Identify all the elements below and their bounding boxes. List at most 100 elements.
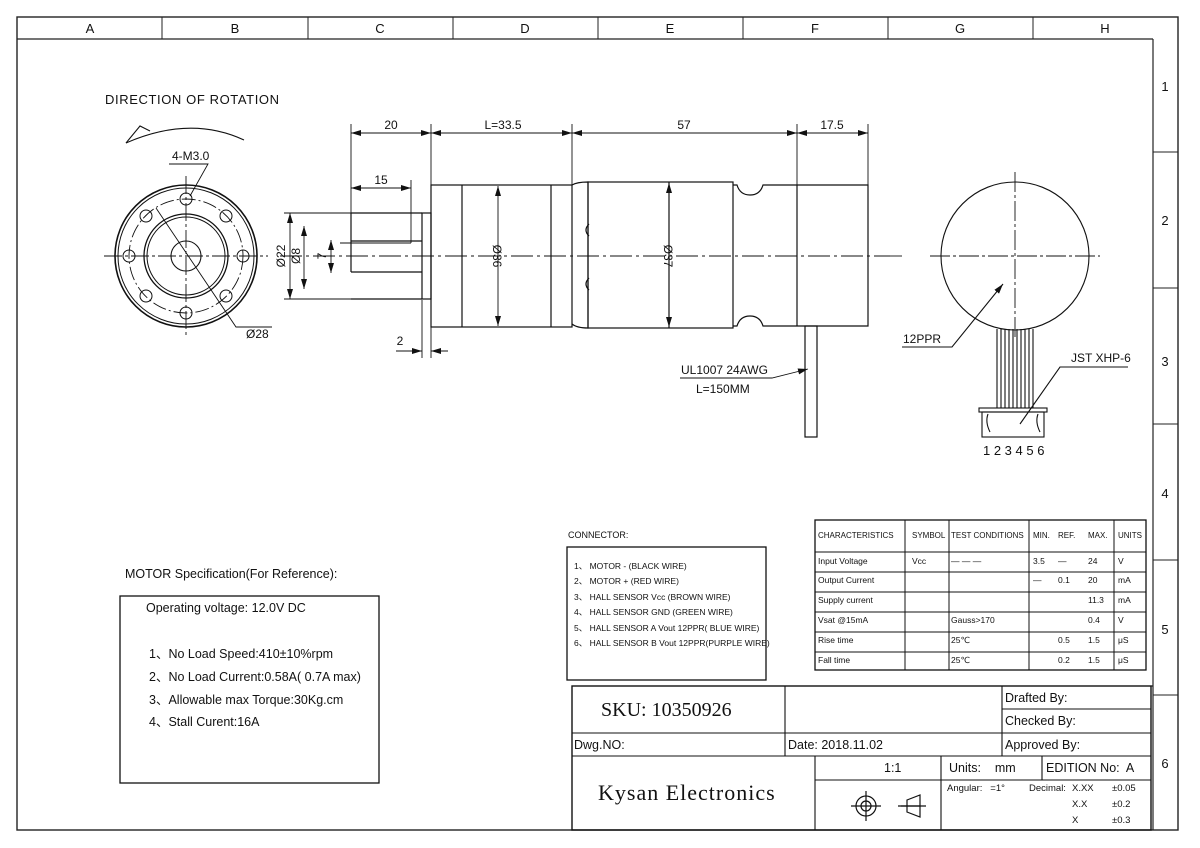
motor-spec-voltage: Operating voltage: 12.0V DC [146, 601, 306, 615]
table-cell: Rise time [818, 635, 854, 645]
dim-shaft-length: 20 [384, 118, 398, 132]
dim-shaft-diameter: Ø8 [289, 248, 303, 264]
decimal-label: Decimal: [1029, 783, 1066, 794]
column-label: H [1100, 21, 1109, 36]
table-cell: — — — [951, 556, 982, 566]
column-label: F [811, 21, 819, 36]
motor-spec-item: 1、No Load Speed:410±10%rpm [149, 647, 334, 661]
flange-diameter-label: Ø28 [246, 327, 269, 341]
dim-flange-thickness: 2 [397, 334, 404, 348]
table-cell: Vcc [912, 556, 927, 566]
motor-spec-title: MOTOR Specification(For Reference): [125, 567, 338, 581]
tolerance-format: X.X [1072, 799, 1088, 810]
table-cell: Supply current [818, 595, 873, 605]
table-cell: — [1033, 575, 1042, 585]
row-label: 1 [1161, 79, 1168, 94]
connector-type-label: JST XHP-6 [1071, 351, 1131, 365]
row-labels: 1 2 3 4 5 6 [1161, 79, 1168, 771]
title-block [571, 685, 1153, 831]
table-cell: Gauss>170 [951, 615, 995, 625]
table-cell: 0.5 [1058, 635, 1070, 645]
dwg-no-label: Dwg.NO: [574, 738, 625, 752]
table-cell: mA [1118, 575, 1131, 585]
rear-view-encoder [890, 172, 1128, 438]
table-cell: 11.3 [1088, 595, 1104, 605]
sku-label: SKU: 10350926 [601, 699, 732, 721]
table-cell: — [1058, 556, 1067, 566]
edition-label: EDITION No: A [1046, 761, 1135, 775]
holes-label: 4-M3.0 [172, 149, 210, 163]
table-header-cell: SYMBOL [912, 531, 946, 540]
projection-symbol-icon [851, 791, 926, 821]
column-label: E [666, 21, 675, 36]
table-cell: V [1118, 556, 1124, 566]
table-cell: 0.4 [1088, 615, 1100, 625]
tolerance-value: ±0.2 [1112, 799, 1131, 810]
angular-tolerance: Angular: =1° [947, 783, 1005, 794]
connector-pin-numbers: 1 2 3 4 5 6 [983, 443, 1044, 458]
table-header-cell: MIN. [1033, 531, 1050, 540]
scale-label: 1:1 [884, 761, 902, 775]
drawing-frame [16, 16, 1179, 831]
table-cell: mA [1118, 595, 1131, 605]
connector-pin: 3、 HALL SENSOR Vcc (BROWN WIRE) [574, 592, 731, 602]
row-label: 5 [1161, 622, 1168, 637]
encoder-ppr-label: 12PPR [903, 332, 941, 346]
table-cell: μS [1118, 635, 1129, 645]
side-view-dimensions [284, 124, 869, 379]
table-header-cell: CHARACTERISTICS [818, 531, 894, 540]
row-label: 6 [1161, 756, 1168, 771]
motor-spec-item: 4、Stall Curent:16A [149, 715, 260, 729]
row-label: 3 [1161, 354, 1168, 369]
tolerance-format: X.XX [1072, 783, 1094, 794]
table-cell: Vsat @15mA [818, 615, 869, 625]
wire-spec-label: UL1007 24AWG [681, 363, 768, 377]
table-cell: 25℃ [951, 655, 971, 665]
dim-gearbox-diameter: Ø36 [490, 245, 504, 268]
connector-pin: 5、 HALL SENSOR A Vout 12PPR( BLUE WIRE) [574, 623, 760, 633]
column-label: A [86, 21, 95, 36]
side-view-dimension-labels: 20 L=33.5 57 17.5 15 2 Ø22 Ø8 7 Ø36 Ø37 [274, 118, 844, 348]
table-cell: 1.5 [1088, 655, 1100, 665]
table-header-cell: TEST CONDITIONS [951, 531, 1024, 540]
dim-encoder-length: 17.5 [820, 118, 844, 132]
table-cell: V [1118, 615, 1124, 625]
company-name: Kysan Electronics [598, 780, 776, 805]
motor-spec-item: 2、No Load Current:0.58A( 0.7A max) [149, 670, 361, 684]
tolerance-value: ±0.3 [1112, 815, 1131, 826]
dim-flat: 7 [315, 252, 329, 259]
table-header-cell: UNITS [1118, 531, 1142, 540]
table-cell: 25℃ [951, 635, 971, 645]
wire-length-label: L=150MM [696, 382, 750, 396]
characteristics-table [814, 519, 1147, 671]
table-header-cell: MAX. [1088, 531, 1108, 540]
connector-pin: 1、 MOTOR - (BLACK WIRE) [574, 561, 687, 571]
column-label: B [231, 21, 240, 36]
table-cell: 3.5 [1033, 556, 1045, 566]
table-cell: Output Current [818, 575, 875, 585]
dim-gearbox-length: L=33.5 [484, 118, 521, 132]
connector-pin: 2、 MOTOR + (RED WIRE) [574, 576, 679, 586]
dim-pilot-diameter: Ø22 [274, 244, 288, 267]
column-label: C [375, 21, 384, 36]
table-cell: Input Voltage [818, 556, 868, 566]
connector-pin: 4、 HALL SENSOR GND (GREEN WIRE) [574, 607, 733, 617]
table-cell: 0.2 [1058, 655, 1070, 665]
side-view-motor [280, 180, 890, 438]
tolerance-format: X [1072, 815, 1079, 826]
drafted-by-label: Drafted By: [1005, 691, 1068, 705]
connector-pin: 6、 HALL SENSOR B Vout 12PPR(PURPLE WIRE) [574, 638, 770, 648]
row-label: 4 [1161, 486, 1168, 501]
motor-spec-item: 3、Allowable max Torque:30Kg.cm [149, 693, 344, 707]
units-label: Units: mm [949, 761, 1016, 775]
dim-motor-length: 57 [677, 118, 691, 132]
table-header-cell: REF. [1058, 531, 1076, 540]
approved-by-label: Approved By: [1005, 738, 1081, 752]
column-label: D [520, 21, 529, 36]
checked-by-label: Checked By: [1005, 714, 1076, 728]
connector-box [566, 546, 767, 681]
motor-spec-box [119, 595, 380, 784]
table-cell: 1.5 [1088, 635, 1100, 645]
column-labels: A B C D E F G H [86, 21, 1110, 36]
